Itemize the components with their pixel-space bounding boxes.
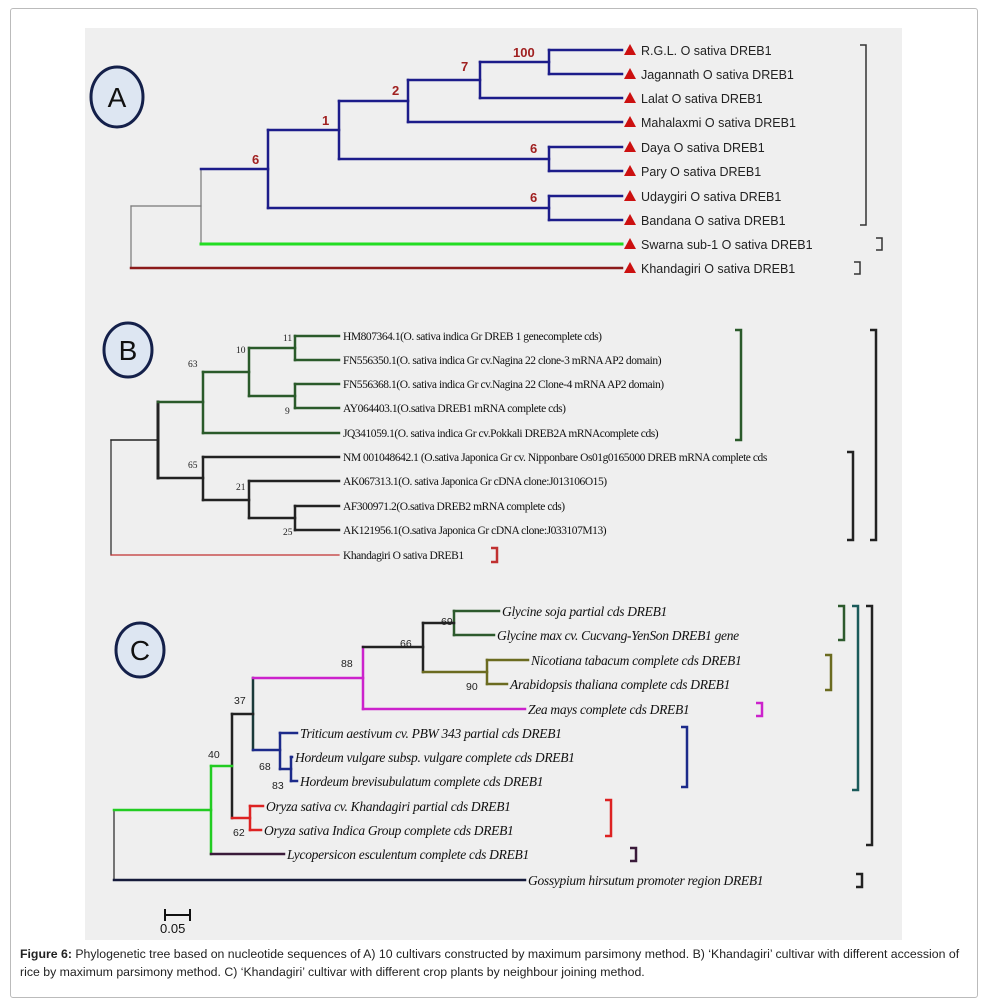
bootstrap-value: 66 [400, 638, 412, 650]
clade-bracket [870, 328, 878, 542]
bootstrap-value: 25 [283, 528, 293, 538]
triangle-marker-icon [624, 238, 636, 249]
panel-label: A [108, 82, 127, 113]
leaf-label: Glycine soja partial cds DREB1 [502, 604, 667, 619]
bootstrap-value: 100 [513, 45, 535, 60]
leaf-label: AY064403.1(O.sativa DREB1 mRNA complete … [343, 403, 566, 415]
triangle-marker-icon [624, 190, 636, 201]
leaf-label: Zea mays complete cds DREB1 [528, 702, 689, 717]
leaf-label: AK067313.1(O. sativa Japonica Gr cDNA cl… [343, 476, 607, 488]
clade-bracket [847, 450, 855, 542]
panel-label: B [119, 335, 138, 366]
figure-frame [10, 8, 978, 998]
triangle-marker-icon [624, 92, 636, 103]
clade-bracket [866, 604, 874, 847]
triangle-marker-icon [624, 165, 636, 176]
leaf-label: Udaygiri O sativa DREB1 [641, 190, 781, 204]
caption-text: Phylogenetic tree based on nucleotide se… [20, 947, 960, 979]
bootstrap-value: 7 [461, 59, 468, 74]
leaf-label: AF300971.2(O.sativa DREB2 mRNA complete … [343, 501, 565, 513]
bootstrap-value: 9 [285, 407, 290, 417]
clade-bracket [854, 261, 861, 275]
leaf-label: Gossypium hirsutum promoter region DREB1 [528, 873, 763, 888]
triangle-marker-icon [624, 44, 636, 55]
clade-bracket [681, 725, 689, 789]
triangle-marker-icon [624, 141, 636, 152]
leaf-label: NM 001048642.1 (O.sativa Japonica Gr cv.… [343, 452, 768, 464]
leaf-label: Hordeum vulgare subsp. vulgare complete … [294, 750, 575, 765]
figure-background [85, 28, 902, 940]
clade-bracket [756, 701, 764, 718]
panel-label: C [130, 635, 150, 666]
bootstrap-value: 6 [530, 141, 537, 156]
leaf-label: Oryza sativa Indica Group complete cds D… [264, 823, 514, 838]
bootstrap-value: 69 [441, 616, 453, 628]
leaf-label: Pary O sativa DREB1 [641, 165, 761, 179]
leaf-label: Lalat O sativa DREB1 [641, 92, 763, 106]
leaf-label: Bandana O sativa DREB1 [641, 214, 786, 228]
leaf-label: Daya O sativa DREB1 [641, 141, 765, 155]
clade-bracket [838, 604, 846, 642]
bootstrap-value: 40 [208, 749, 220, 761]
clade-bracket [605, 798, 613, 838]
panel-label-circle [114, 621, 166, 679]
panel-label-circle [102, 321, 154, 379]
bootstrap-value: 21 [236, 483, 246, 493]
leaf-label: R.G.L. O sativa DREB1 [641, 44, 772, 58]
bootstrap-value: 10 [236, 346, 246, 356]
panel-label-circle [89, 65, 145, 129]
clade-bracket [630, 846, 638, 863]
leaf-label: JQ341059.1(O. sativa indica Gr cv.Pokkal… [343, 428, 659, 440]
bootstrap-value: 83 [272, 780, 284, 792]
caption-label: Figure 6: [20, 947, 72, 961]
leaf-label: Lycopersicon esculentum complete cds DRE… [286, 847, 529, 862]
leaf-label: FN556368.1(O. sativa indica Gr cv.Nagina… [343, 379, 664, 391]
bootstrap-value: 11 [283, 334, 292, 344]
bootstrap-value: 68 [259, 761, 271, 773]
bootstrap-value: 62 [233, 827, 245, 839]
clade-bracket [860, 44, 867, 226]
triangle-marker-icon [624, 262, 636, 273]
triangle-marker-icon [624, 68, 636, 79]
bootstrap-value: 88 [341, 658, 353, 670]
clade-bracket [491, 546, 499, 564]
clade-bracket [876, 237, 883, 251]
leaf-label: Oryza sativa cv. Khandagiri partial cds … [266, 799, 511, 814]
bootstrap-value: 65 [188, 461, 198, 471]
clade-bracket [856, 872, 864, 889]
leaf-label: Arabidopsis thaliana complete cds DREB1 [509, 677, 730, 692]
leaf-label: Hordeum brevisubulatum complete cds DREB… [299, 774, 543, 789]
bootstrap-value: 6 [252, 152, 259, 167]
leaf-label: Jagannath O sativa DREB1 [641, 68, 794, 82]
leaf-label: Khandagiri O sativa DREB1 [641, 262, 795, 276]
bootstrap-value: 6 [530, 190, 537, 205]
clade-bracket [852, 604, 860, 792]
bootstrap-value: 63 [188, 360, 198, 370]
figure-caption: Figure 6: Phylogenetic tree based on nuc… [20, 945, 970, 981]
bootstrap-value: 1 [322, 113, 329, 128]
triangle-marker-icon [624, 116, 636, 127]
leaf-label: Swarna sub-1 O sativa DREB1 [641, 238, 813, 252]
clade-bracket [825, 653, 833, 692]
bootstrap-value: 90 [466, 681, 478, 693]
leaf-label: Glycine max cv. Cucvang-YenSon DREB1 gen… [497, 628, 739, 643]
triangle-marker-icon [624, 214, 636, 225]
leaf-label: FN556350.1(O. sativa indica Gr cv.Nagina… [343, 355, 662, 367]
bootstrap-value: 2 [392, 83, 399, 98]
scale-bar-label: 0.05 [160, 921, 185, 936]
leaf-label: Triticum aestivum cv. PBW 343 partial cd… [300, 726, 562, 741]
leaf-label: Nicotiana tabacum complete cds DREB1 [530, 653, 741, 668]
clade-bracket [735, 328, 743, 442]
leaf-label: AK121956.1(O.sativa Japonica Gr cDNA clo… [343, 525, 607, 537]
leaf-label: HM807364.1(O. sativa indica Gr DREB 1 ge… [343, 331, 602, 343]
leaf-label: Mahalaxmi O sativa DREB1 [641, 116, 796, 130]
bootstrap-value: 37 [234, 695, 246, 707]
leaf-label: Khandagiri O sativa DREB1 [343, 550, 464, 562]
